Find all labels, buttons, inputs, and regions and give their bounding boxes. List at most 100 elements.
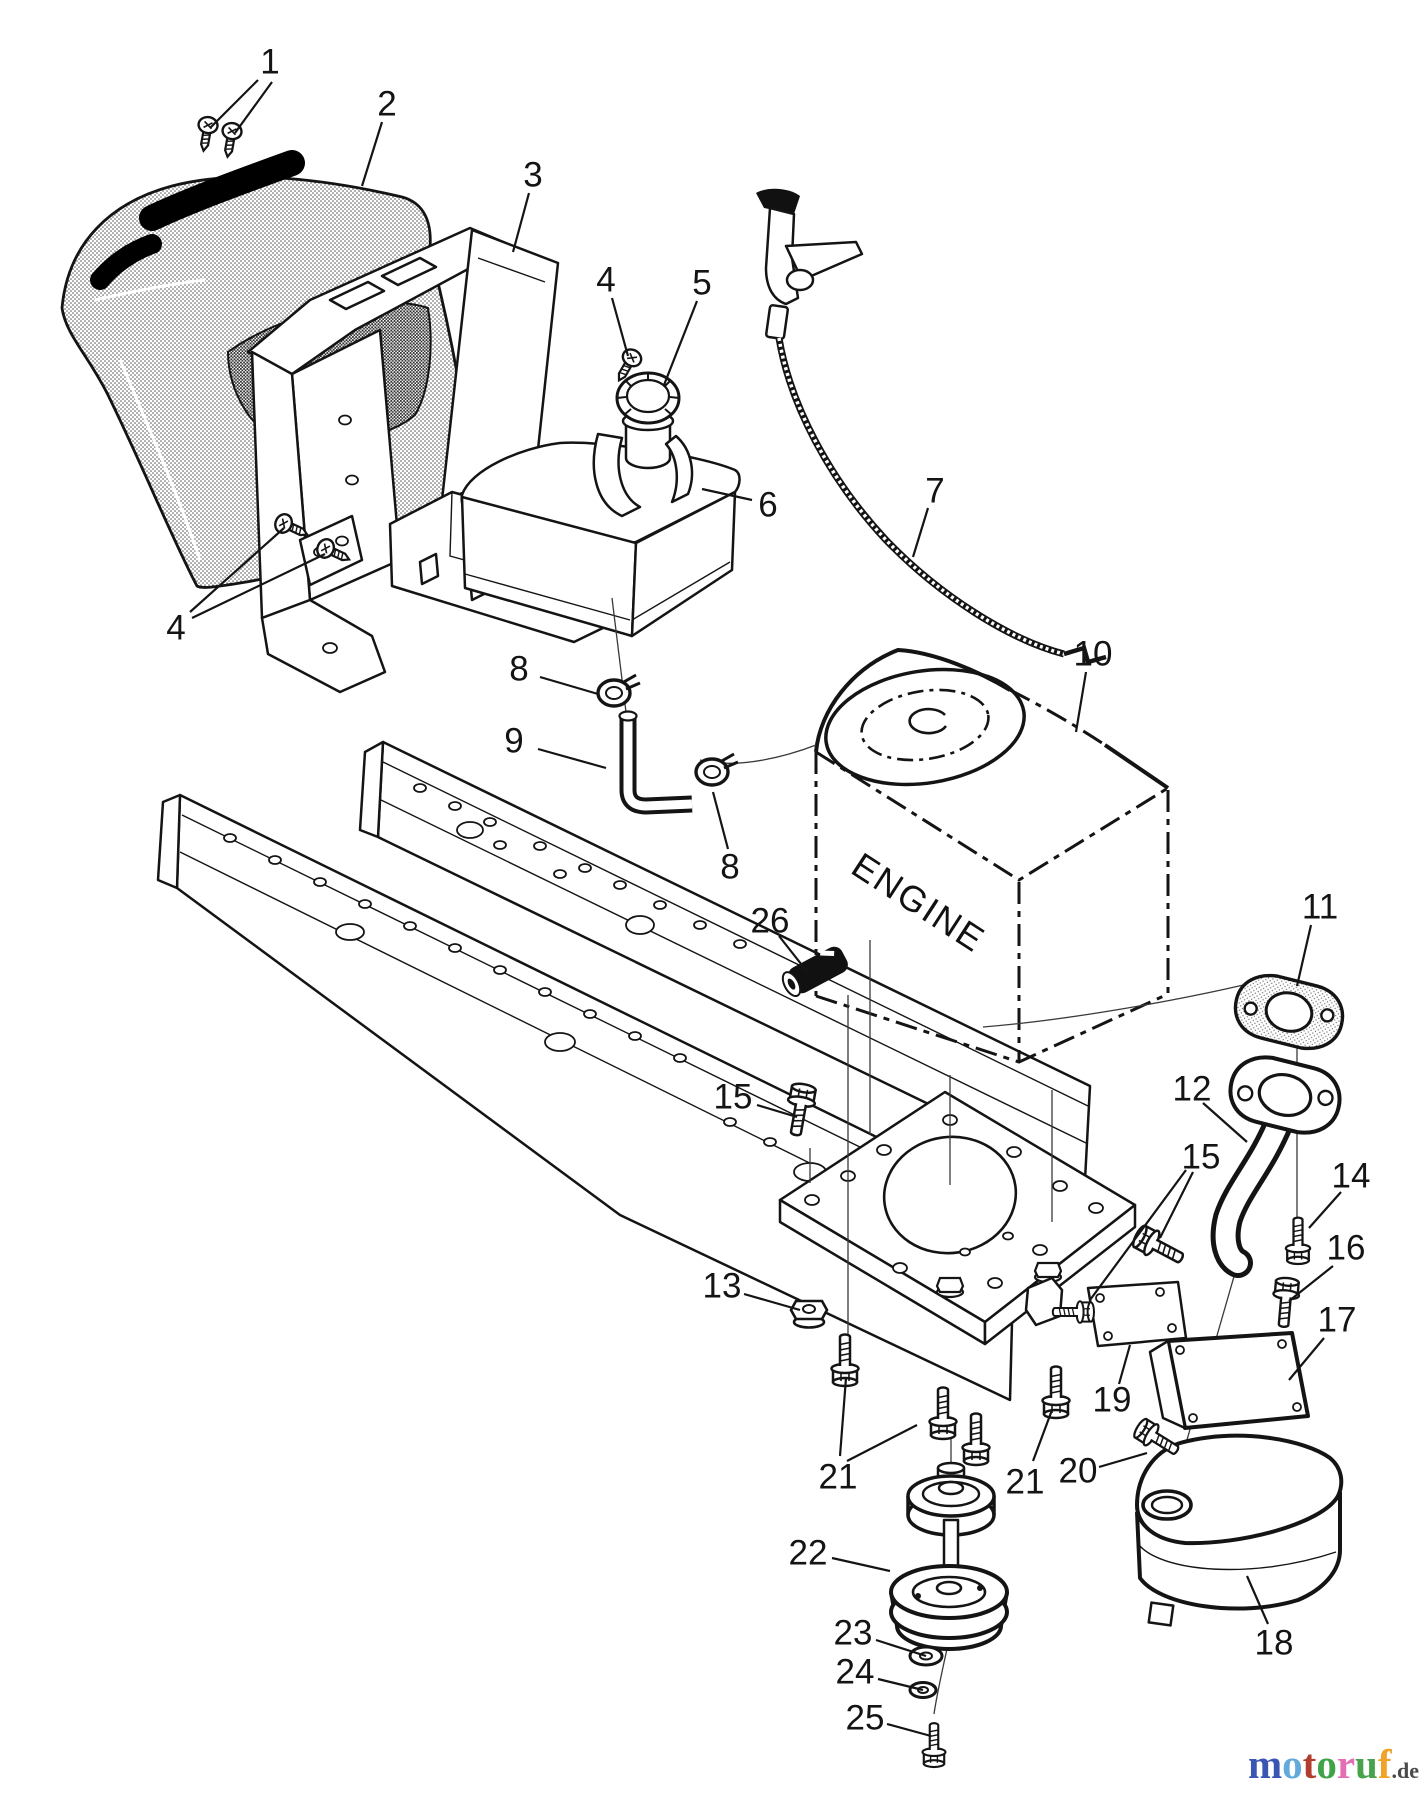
callout-18: 18 [1255,1624,1294,1663]
heat-shield-part [1148,1331,1310,1430]
watermark-letter: m [1248,1741,1283,1787]
callout-leader-22 [831,1556,891,1573]
air-cleaner [824,667,1026,787]
callout-leader-20 [1098,1451,1148,1469]
frame-rail-upper [358,740,1092,1182]
callout-leader-17 [1288,1337,1325,1381]
callout-leader-21 [1031,1409,1054,1462]
callout-leader-1 [234,81,273,134]
bolt-21b [928,1386,958,1441]
fuel-tank-part [460,371,741,638]
callout-4: 4 [166,609,185,648]
callout-leader-21 [846,1424,918,1462]
callout-leader-19 [1117,1344,1132,1385]
callout-4: 4 [596,261,615,300]
watermark-letter: f [1377,1741,1392,1787]
watermark-letter: o [1282,1741,1303,1787]
callout-leader-23 [875,1638,927,1658]
callout-leader-14 [1308,1191,1342,1229]
callout-2: 2 [377,85,396,124]
screw-16 [1269,1275,1302,1330]
callout-5: 5 [692,264,711,303]
throttle-control-part [756,188,1107,665]
hose-clamp-upper [596,673,641,708]
callout-leader-3 [511,192,531,253]
screw-25 [921,1722,947,1769]
watermark-letter: u [1355,1741,1378,1787]
callout-leader-6 [701,487,753,502]
motoruf-watermark: motoruf.de [1248,1744,1419,1785]
callout-leader-4 [189,527,285,613]
callout-13: 13 [703,1267,742,1306]
callout-24: 24 [836,1653,875,1692]
callout-leader-2 [360,121,384,187]
callout-leader-15 [1159,1171,1194,1239]
bolt-15b [1128,1221,1190,1272]
callout-leader-16 [1288,1265,1334,1302]
exhaust-gasket-part [1233,973,1345,1051]
watermark-word: motoruf [1248,1741,1391,1787]
callout-11: 11 [1302,888,1338,927]
callout-21: 21 [819,1458,858,1497]
bolt-21d [1041,1365,1071,1420]
callout-leader-10 [1074,671,1088,733]
muffler-part [1135,1433,1344,1627]
callout-21: 21 [1006,1463,1045,1502]
callout-leader-24 [877,1677,924,1692]
callout-leader-25 [886,1722,932,1738]
fuel-hose-part [618,710,693,815]
callout-leader-11 [1295,924,1313,987]
support-bracket-part [1024,1276,1188,1348]
callout-leader-8 [539,675,599,696]
watermark-letter: o [1316,1741,1337,1787]
callout-9: 9 [504,722,523,761]
watermark-letter: t [1302,1741,1317,1787]
callout-leader-1 [209,79,259,129]
callout-22: 22 [789,1534,828,1573]
throttle-cable [775,337,1065,658]
callout-6: 6 [758,486,777,525]
callout-14: 14 [1332,1157,1371,1196]
pulley-assembly-part [889,1461,1009,1651]
bolt-14 [1284,1216,1312,1266]
engine-mounting-plate [778,1090,1137,1346]
callout-3: 3 [523,156,542,195]
callout-19: 19 [1093,1381,1132,1420]
callout-leader-8 [711,791,730,850]
callout-15: 15 [714,1078,753,1117]
callout-leader-4 [191,553,326,619]
engine-label: ENGINE [845,844,993,960]
callout-leader-7 [911,507,930,558]
watermark-suffix: .de [1391,1758,1419,1783]
callout-leader-21 [838,1377,848,1457]
exhaust-pipe-part [1210,1055,1342,1278]
flange-nut-13 [789,1299,829,1329]
fuel-cap-part [615,371,681,432]
callout-23: 23 [834,1614,873,1653]
callout-12: 12 [1173,1070,1212,1109]
screw-1a [192,114,220,154]
watermark-letter: r [1336,1741,1356,1787]
callout-7: 7 [925,472,944,511]
callout-leader-9 [537,747,607,770]
fasteners [192,114,1312,1769]
callout-8: 8 [509,650,528,689]
callout-leader-15 [756,1103,798,1119]
dash-support-part [246,226,560,694]
callout-17: 17 [1318,1301,1357,1340]
callout-leader-12 [1202,1102,1248,1143]
callout-10: 10 [1074,635,1113,674]
callout-1: 1 [260,43,279,82]
callout-20: 20 [1059,1452,1098,1491]
callout-16: 16 [1327,1229,1366,1268]
callout-leader-4 [610,297,630,357]
hose-clamp-lower [694,752,739,787]
plate-bolt-head [935,1261,1063,1299]
callout-leader-18 [1245,1575,1270,1625]
nipple-fitting-part [781,946,848,998]
callout-leader-26 [778,935,810,975]
bolt-21c [961,1412,991,1467]
